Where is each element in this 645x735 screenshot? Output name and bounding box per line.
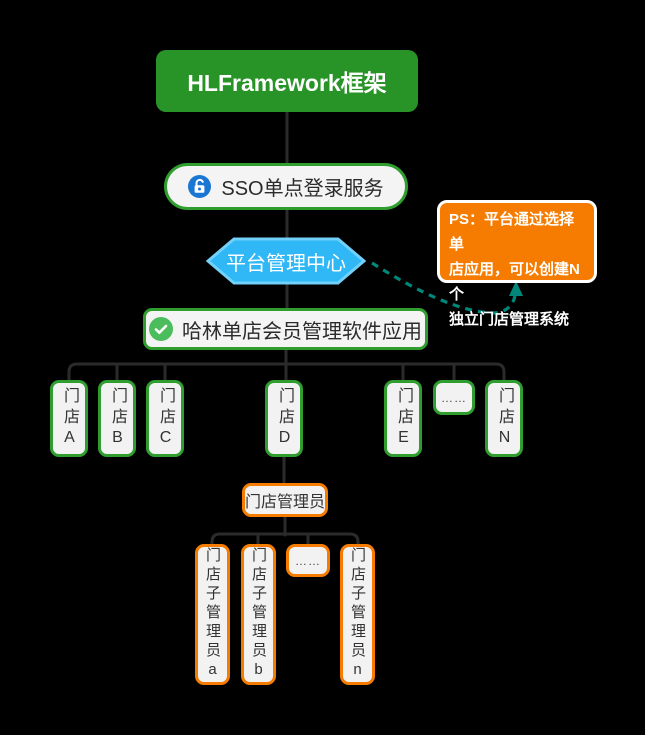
node-store-ellipsis[interactable]: …… (433, 380, 475, 415)
framework-title-label: HLFramework框架 (187, 70, 387, 96)
edge-sub-rail (210, 532, 360, 547)
node-store-d[interactable]: 门店D (265, 380, 303, 457)
node-sub-manager-ellipsis[interactable]: …… (286, 544, 330, 577)
node-sub-manager-n[interactable]: 门店子管理员n (340, 544, 375, 685)
node-store-manager[interactable]: 门店管理员 (242, 483, 328, 517)
node-sub-manager-a[interactable]: 门店子管理员a (195, 544, 230, 685)
check-icon (149, 317, 173, 341)
edge-app-store-rail (67, 362, 506, 383)
ps-note[interactable]: PS：平台通过选择单 店应用，可以创建N个 独立门店管理系统 (437, 200, 597, 328)
node-store-a[interactable]: 门店A (50, 380, 88, 457)
node-sso[interactable]: SSO单点登录服务 (164, 163, 408, 210)
node-store-c[interactable]: 门店C (146, 380, 184, 457)
ps-note-line1: PS：平台通过选择单 (449, 211, 575, 253)
lock-icon (188, 175, 212, 198)
node-store-b[interactable]: 门店B (98, 380, 136, 457)
edge-store-drops (115, 362, 456, 383)
app-label: 哈林单店会员管理软件应用 (182, 320, 422, 343)
sso-label: SSO单点登录服务 (221, 178, 384, 200)
ps-note-line3: 独立门店管理系统 (449, 311, 570, 328)
ps-note-line2: 店应用，可以创建N个 (449, 261, 580, 303)
node-sub-manager-b[interactable]: 门店子管理员b (241, 544, 276, 685)
hexagon-shape (205, 237, 367, 285)
node-store-n[interactable]: 门店N (485, 380, 523, 457)
node-framework-title[interactable]: HLFramework框架 (156, 50, 418, 112)
node-app[interactable]: 哈林单店会员管理软件应用 (143, 308, 428, 350)
node-platform-center[interactable]: 平台管理中心 (205, 237, 367, 285)
node-store-e[interactable]: 门店E (384, 380, 422, 457)
platform-center-label: 平台管理中心 (226, 252, 346, 275)
